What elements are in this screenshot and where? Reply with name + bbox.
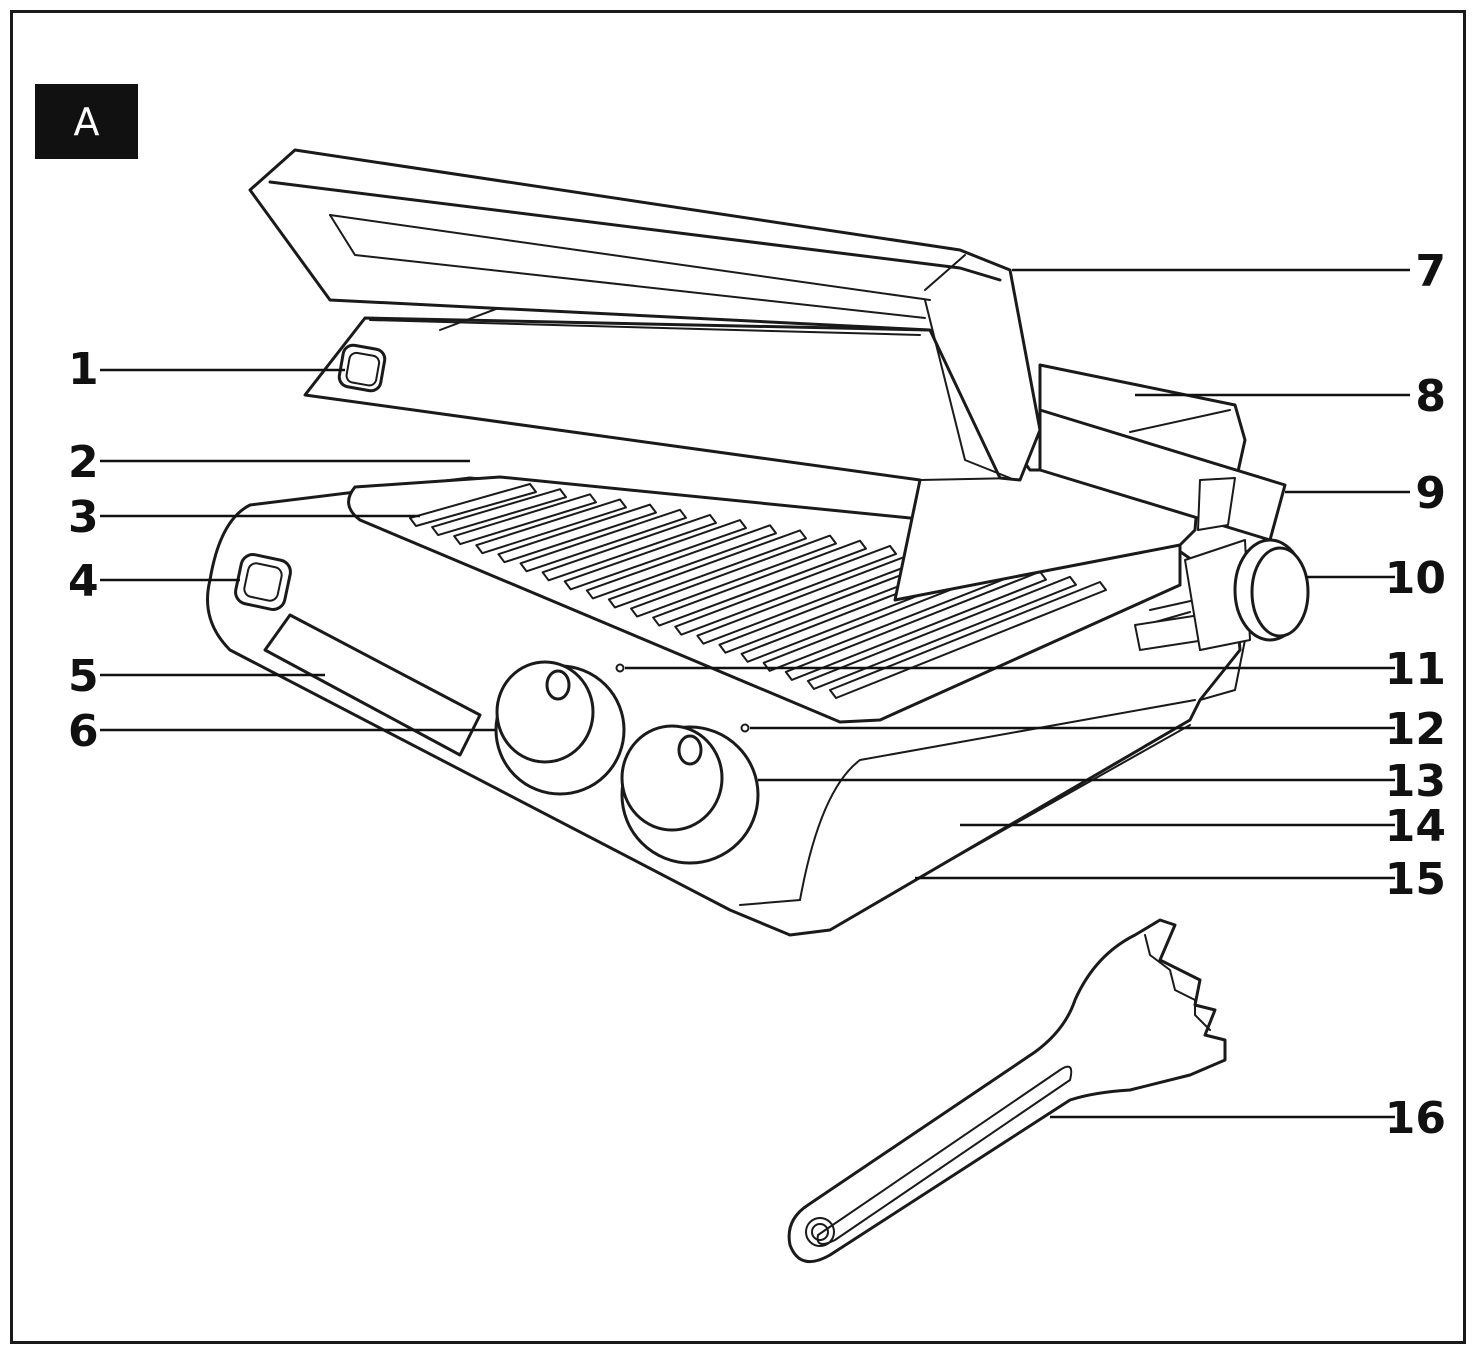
grill-rib <box>607 529 807 609</box>
callout-2: 2 <box>68 437 99 488</box>
grill-rib <box>563 519 747 591</box>
callout-9: 9 <box>1415 468 1446 519</box>
callout-1: 1 <box>68 344 99 395</box>
grill-rib <box>806 575 1077 690</box>
callout-13: 13 <box>1385 756 1446 807</box>
figure-frame <box>10 10 1466 1344</box>
grill-rib <box>784 570 1047 681</box>
callout-11: 11 <box>1385 644 1446 695</box>
callout-3: 3 <box>68 492 99 543</box>
grill-rib <box>409 483 537 527</box>
callout-4: 4 <box>68 556 99 607</box>
grill-rib <box>630 534 837 618</box>
callout-6: 6 <box>68 706 99 757</box>
figure-badge: A <box>35 84 138 159</box>
grill-rib <box>497 503 657 564</box>
grill-rib <box>652 539 867 627</box>
grill-rib <box>431 488 567 537</box>
grill-rib <box>674 544 897 636</box>
callout-labels: 1 2 3 4 5 6 7 8 9 10 11 12 13 14 15 16 <box>68 246 1446 1144</box>
control-panel <box>234 553 760 865</box>
grill-rib <box>453 493 597 546</box>
grill-rib <box>475 498 627 555</box>
callout-10: 10 <box>1385 553 1446 604</box>
callout-15: 15 <box>1385 854 1446 905</box>
callout-14: 14 <box>1385 801 1446 852</box>
hinge-knob <box>1233 538 1310 642</box>
cleaning-scraper <box>787 918 1227 1264</box>
grill-rib <box>519 508 687 573</box>
callout-12: 12 <box>1385 704 1446 755</box>
callout-5: 5 <box>68 651 99 702</box>
callout-16: 16 <box>1385 1093 1446 1144</box>
callout-8: 8 <box>1415 371 1446 422</box>
leader-lines <box>100 268 1410 1119</box>
grill-rib <box>585 524 777 600</box>
callout-7: 7 <box>1415 246 1446 297</box>
grill-rib <box>541 513 717 582</box>
grill-rib <box>829 581 1107 699</box>
hinge-mechanism <box>1134 477 1251 651</box>
